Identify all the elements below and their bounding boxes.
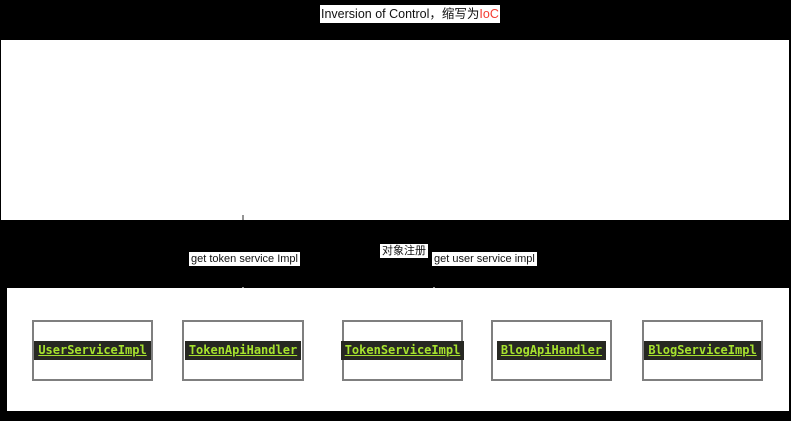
diagram-title-highlight: IoC <box>479 7 499 21</box>
bean-box-token-service-impl: TokenServiceImpl <box>340 320 465 381</box>
label-get-user-service: get user service impl <box>432 252 537 266</box>
bean-box-blog-service-impl: BlogServiceImpl <box>642 320 763 381</box>
connector-line-token-stub <box>242 215 244 220</box>
bean-link-token-api-handler[interactable]: TokenApiHandler <box>184 341 302 360</box>
bean-box-blog-api-handler: BlogApiHandler <box>491 320 612 381</box>
label-get-token-service: get token service Impl <box>189 252 300 266</box>
bean-link-blog-api-handler[interactable]: BlogApiHandler <box>496 341 607 360</box>
bean-box-token-api-handler: TokenApiHandler <box>182 320 304 381</box>
diagram-title: Inversion of Control，缩写为IoC <box>320 5 500 23</box>
bean-link-user-service-impl[interactable]: UserServiceImpl <box>34 341 151 360</box>
bean-box-user-service-impl: UserServiceImpl <box>32 320 153 381</box>
ioc-container-box <box>1 40 789 220</box>
label-object-registry: 对象注册 <box>380 244 428 258</box>
bean-link-token-service-impl[interactable]: TokenServiceImpl <box>340 341 465 360</box>
bean-link-blog-service-impl[interactable]: BlogServiceImpl <box>644 341 761 360</box>
diagram-title-text: Inversion of Control，缩写为 <box>321 7 480 21</box>
